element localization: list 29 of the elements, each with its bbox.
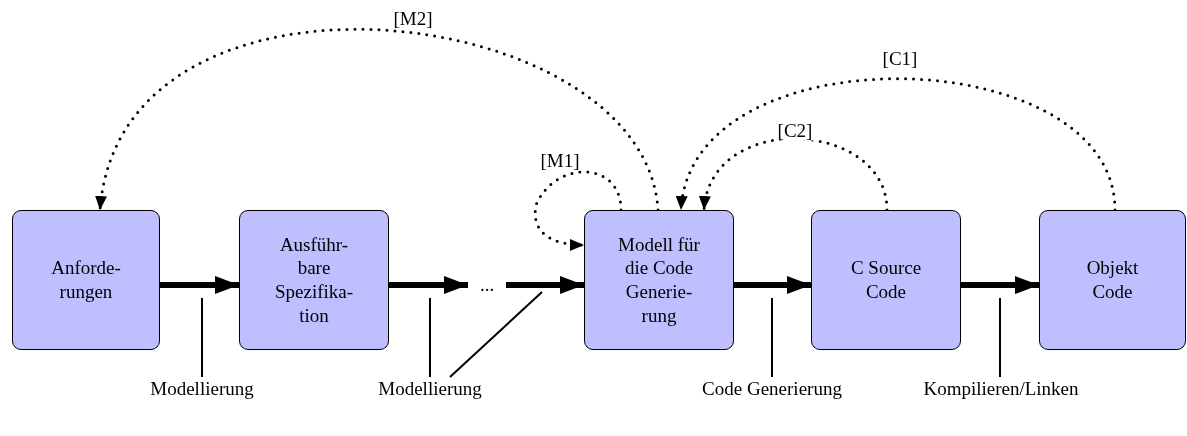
leader-line — [429, 297, 431, 378]
dotted-arrow — [97, 28, 660, 212]
dotted-arrow — [678, 77, 1117, 212]
box-text: C Source Code — [849, 256, 923, 304]
process-box — [1039, 210, 1186, 350]
leader-line — [201, 297, 203, 378]
step-label: Code Generierung — [702, 377, 842, 401]
dotted-arrow — [701, 137, 889, 212]
box-text: Objekt Code — [1085, 256, 1140, 304]
box-text: Ausführ- bare Spezifika- tion — [273, 232, 355, 328]
process-box — [239, 210, 389, 350]
arrow — [160, 276, 239, 294]
process-box — [584, 210, 734, 350]
leader-line — [771, 297, 773, 378]
box-text: Modell für die Code Generie- rung — [617, 232, 701, 328]
arrow — [389, 276, 468, 294]
step-label: Modellierung — [378, 377, 482, 401]
step-label: Modellierung — [150, 377, 254, 401]
dotted-arrow — [533, 170, 623, 251]
leader-line — [999, 297, 1001, 378]
step-label: Kompilieren/Linken — [923, 377, 1079, 401]
arrow — [961, 276, 1039, 294]
process-box — [811, 210, 961, 350]
arrow — [506, 276, 584, 294]
step-label: ... — [479, 273, 495, 297]
arrow — [734, 276, 811, 294]
process-box — [12, 210, 160, 350]
leader-line — [449, 291, 543, 378]
box-text: Anforde- rungen — [50, 256, 122, 304]
